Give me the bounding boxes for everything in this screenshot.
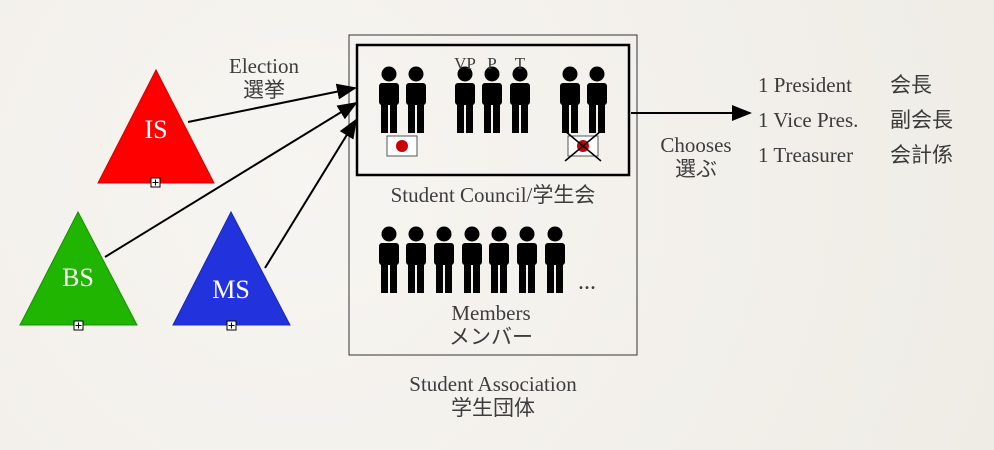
role-row-vice-president: 1 Vice Pres. 副会長 — [758, 103, 953, 138]
person-icon — [462, 226, 482, 293]
person-icon — [379, 226, 399, 293]
members-jp: メンバー — [449, 325, 533, 349]
japan-flag-icon — [386, 135, 418, 157]
election-arrow — [264, 118, 358, 269]
role-jp: 会計係 — [890, 143, 953, 167]
role-en: 1 Vice Pres. — [758, 108, 859, 132]
members-ellipsis: ... — [578, 269, 596, 295]
is-label: IS — [144, 115, 168, 144]
crossed-flag-icon — [564, 130, 602, 162]
role-jp: 会長 — [890, 73, 932, 97]
person-icon — [482, 66, 502, 133]
chooses-en: Chooses — [660, 133, 732, 157]
role-list: 1 President 会長 1 Vice Pres. 副会長 1 Treasu… — [758, 68, 953, 173]
chooses-jp: 選ぶ — [675, 157, 717, 181]
student-association-label: Student Association 学生団体 — [409, 372, 576, 420]
expand-icon[interactable] — [150, 177, 161, 188]
ms-label: MS — [212, 275, 250, 304]
members-label: Members メンバー — [449, 301, 533, 349]
person-icon — [587, 66, 607, 133]
person-icon — [455, 66, 475, 133]
role-letter-p: P — [487, 54, 497, 73]
election-arrow — [104, 101, 358, 258]
role-letter-vp: VP — [454, 54, 476, 73]
ms-triangle — [172, 210, 291, 326]
role-en: 1 Treasurer — [758, 143, 854, 167]
person-icon — [406, 66, 426, 133]
person-icon — [545, 226, 565, 293]
role-letter-t: T — [514, 54, 526, 73]
expand-icon[interactable] — [226, 320, 237, 331]
person-icon — [489, 226, 509, 293]
role-row-president: 1 President 会長 — [758, 68, 953, 103]
chooses-label: Chooses 選ぶ — [660, 133, 731, 181]
election-en: Election — [229, 54, 299, 78]
person-icon — [510, 66, 530, 133]
association-jp: 学生団体 — [450, 396, 535, 420]
association-en: Student Association — [409, 372, 577, 396]
person-icon — [517, 226, 537, 293]
election-label: Election 選挙 — [229, 54, 299, 102]
members-en: Members — [451, 301, 531, 325]
election-jp: 選挙 — [242, 78, 285, 102]
student-council-label: Student Council/学生会 — [390, 183, 596, 207]
person-icon — [379, 66, 399, 133]
person-icon — [560, 66, 580, 133]
role-en: 1 President — [758, 73, 852, 97]
election-arrow — [187, 83, 357, 123]
person-icon — [406, 226, 426, 293]
role-jp: 副会長 — [890, 108, 953, 132]
person-icon — [434, 226, 454, 293]
expand-icon[interactable] — [73, 320, 84, 331]
bs-label: BS — [62, 263, 94, 292]
role-row-treasurer: 1 Treasurer 会計係 — [758, 138, 953, 173]
student-association-box — [348, 34, 638, 356]
